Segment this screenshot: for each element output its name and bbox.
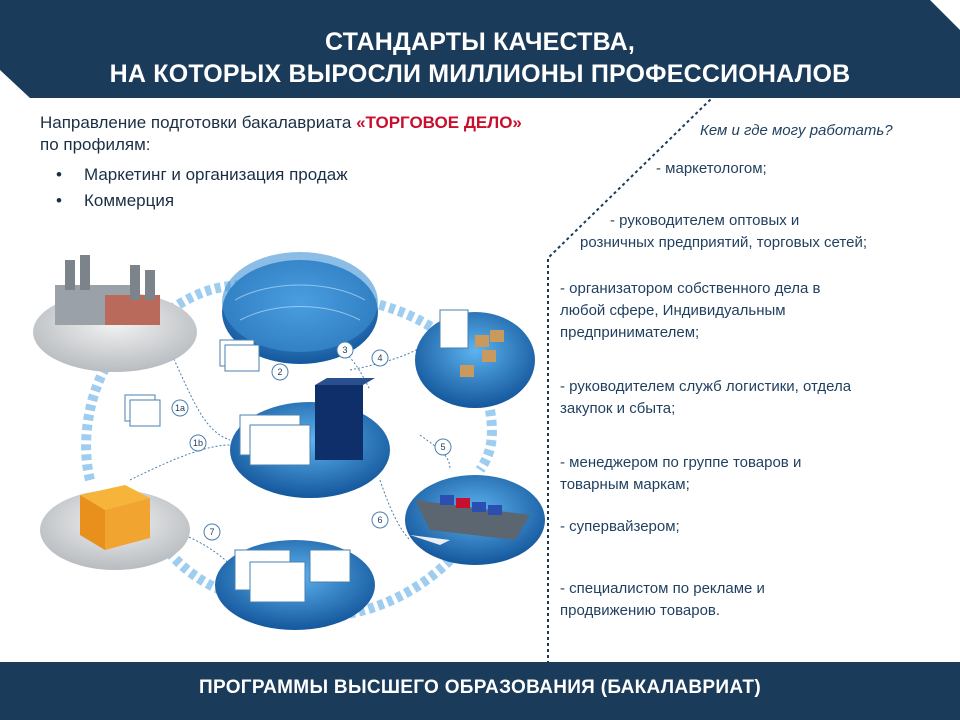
program-intro: Направление подготовки бакалавриата «ТОР… <box>40 112 660 156</box>
career-item: - специалистом по рекламе и <box>560 580 765 597</box>
step-marker-5: 5 <box>434 438 452 456</box>
profile-item: Коммерция <box>56 188 348 214</box>
career-item: продвижению товаров. <box>560 602 721 619</box>
career-item: предпринимателем; <box>560 324 700 341</box>
career-item: - руководителем служб логистики, отдела <box>560 378 852 395</box>
document-stacks <box>124 339 260 427</box>
careers-question: Кем и где могу работать? <box>700 122 893 139</box>
step-marker-7: 7 <box>203 523 221 541</box>
career-item: товарным маркам; <box>560 476 690 493</box>
globe-node <box>222 252 378 364</box>
step-label: 2 <box>277 367 282 377</box>
header-bar <box>0 0 960 98</box>
store-node <box>40 485 190 570</box>
step-marker-6: 6 <box>371 511 389 529</box>
step-label: 5 <box>440 442 445 452</box>
step-label: 1a <box>175 403 185 413</box>
footer-title: ПРОГРАММЫ ВЫСШЕГО ОБРАЗОВАНИЯ (БАКАЛАВРИ… <box>199 677 761 698</box>
supply-chain-diagram: 1a 1b 2 3 4 5 6 7 <box>33 252 545 630</box>
step-markers: 1a 1b 2 3 4 5 6 7 <box>171 341 452 541</box>
step-marker-1a: 1a <box>171 399 189 417</box>
career-item: - руководителем оптовых и <box>610 212 800 229</box>
step-marker-2: 2 <box>271 363 289 381</box>
intro-lead: Направление подготовки бакалавриата <box>40 113 357 132</box>
step-label: 4 <box>377 353 382 363</box>
step-label: 7 <box>209 527 214 537</box>
title-line-2: НА КОТОРЫХ ВЫРОСЛИ МИЛЛИОНЫ ПРОФЕССИОНАЛ… <box>109 60 851 88</box>
intro-line-2: по профилям: <box>40 135 151 154</box>
title-line-1: СТАНДАРТЫ КАЧЕСТВА, <box>324 28 636 56</box>
documents-node <box>215 540 375 630</box>
page-title: СТАНДАРТЫ КАЧЕСТВА, НА КОТОРЫХ ВЫРОСЛИ М… <box>0 26 960 90</box>
program-name: «ТОРГОВОЕ ДЕЛО» <box>356 113 522 132</box>
profile-list: Маркетинг и организация продаж Коммерция <box>56 162 348 214</box>
step-label: 6 <box>377 515 382 525</box>
career-item: - маркетологом; <box>656 160 767 177</box>
career-item: - менеджером по группе товаров и <box>560 454 802 471</box>
footer-bar <box>0 662 960 720</box>
step-marker-3: 3 <box>336 341 354 359</box>
factory-node <box>33 255 197 372</box>
career-item: розничных предприятий, торговых сетей; <box>580 234 867 251</box>
career-item: - организатором собственного дела в <box>560 280 821 297</box>
career-item: - супервайзером; <box>560 518 680 535</box>
header-corner-left-decoration <box>0 0 960 98</box>
step-label: 3 <box>342 345 347 355</box>
server-node <box>230 378 390 498</box>
warehouse-node <box>415 309 535 408</box>
profile-item: Маркетинг и организация продаж <box>56 162 348 188</box>
step-marker-4: 4 <box>371 349 389 367</box>
career-item: закупок и сбыта; <box>560 400 676 417</box>
shipping-node <box>405 475 545 565</box>
step-label: 1b <box>193 438 203 448</box>
step-marker-1b: 1b <box>189 434 207 452</box>
career-item: любой сфере, Индивидуальным <box>560 302 786 319</box>
